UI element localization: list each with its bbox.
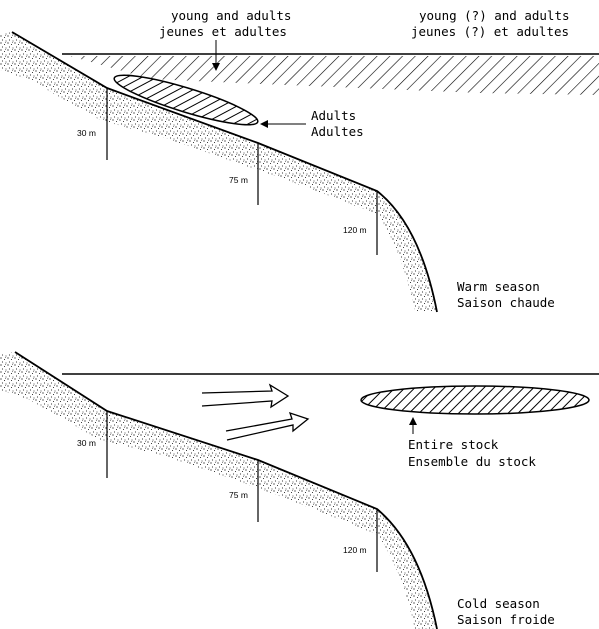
cold-stock-label-en: Entire stock [408,437,499,452]
warm-season-panel: 30 m 75 m 120 m young and adults jeunes … [0,8,599,313]
cold-depth-label-120: 120 m [343,545,367,555]
cold-season-label-fr: Saison froide [457,612,555,627]
warm-seabed-sediment [0,32,437,312]
cold-stock-label-fr: Ensemble du stock [408,454,536,469]
warm-depth-label-30: 30 m [77,128,96,138]
warm-right-label-en: young (?) and adults [419,8,570,23]
warm-right-label-fr: jeunes (?) et adultes [411,24,569,39]
cold-depth-label-75: 75 m [229,490,248,500]
cold-depth-label-30: 30 m [77,438,96,448]
warm-season-label-en: Warm season [457,279,540,294]
warm-seabed-line [11,31,438,313]
warm-adults-label-fr: Adultes [311,124,364,139]
warm-young-adults-zone [70,56,599,95]
cold-seabed-line [14,351,438,629]
cold-entire-stock-school [360,385,590,415]
warm-depth-label-75: 75 m [229,175,248,185]
warm-young-adults-label-en: young and adults [171,8,291,23]
cold-season-panel: 30 m 75 m 120 m Entire stock Ensemble du… [0,351,599,629]
warm-depth-label-120: 120 m [343,225,367,235]
migration-arrow-upper [201,383,290,409]
warm-adults-school [113,74,259,126]
cold-seabed-sediment [0,352,437,629]
warm-season-label-fr: Saison chaude [457,295,555,310]
migration-arrow-lower [225,411,310,441]
warm-young-adults-label-fr: jeunes et adultes [159,24,287,39]
warm-adults-label-en: Adults [311,108,356,123]
cold-season-label-en: Cold season [457,596,540,611]
